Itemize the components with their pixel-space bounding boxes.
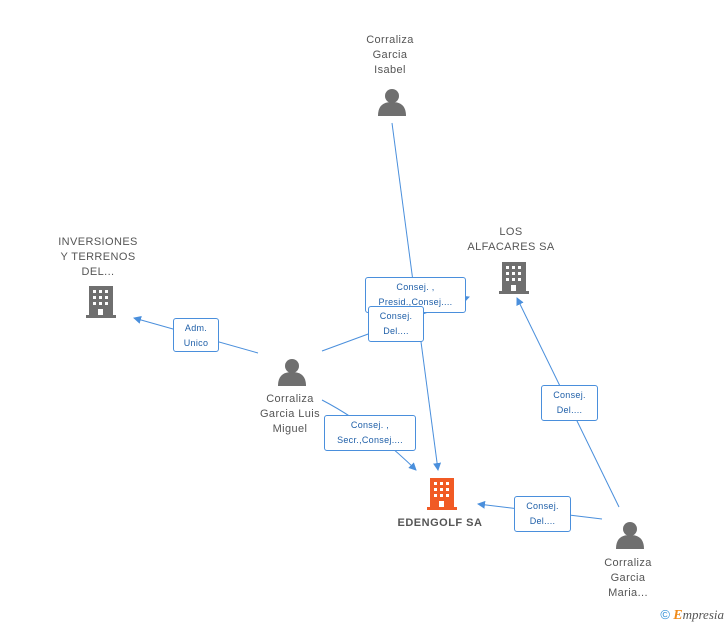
label-line: Isabel [374,64,406,76]
brand-logo-text: mpresia [682,607,724,622]
edge-label-line: Consej. [526,501,559,511]
edge-label-line: Unico [183,338,209,348]
building-icon[interactable] [86,286,116,318]
edge-label-luis-alfacares[interactable]: Consej. Del.... [368,306,424,342]
edge-label-luis-edengolf[interactable]: Consej. , Secr.,Consej.... [324,415,416,451]
building-icon-main[interactable] [427,478,457,510]
copyright-footer: © Empresia [660,607,724,624]
label-line: Miguel [272,423,308,435]
node-label-luis-miguel[interactable]: Corraliza Garcia Luis Miguel [240,392,340,437]
label-line: ALFACARES SA [467,241,555,253]
label-line: EDENGOLF SA [397,517,483,529]
person-icon[interactable] [616,522,644,549]
node-label-edengolf[interactable]: EDENGOLF SA [380,516,500,531]
label-line: Corraliza [604,557,652,569]
edge-label-line: Consej. , [396,282,435,292]
label-line: Corraliza [366,34,414,46]
edge-label-line: Del.... [383,326,409,336]
node-label-isabel[interactable]: Corraliza Garcia Isabel [340,33,440,78]
label-line: Garcia Luis [259,408,321,420]
label-line: INVERSIONES [58,236,138,248]
edge-label-luis-inversiones[interactable]: Adm. Unico [173,318,219,352]
label-line: Garcia [372,49,408,61]
edge-label-line: Presid.,Consej.... [378,297,453,307]
edge-label-line: Consej. , [350,420,390,430]
edge-label-maria-alfacares[interactable]: Consej. Del.... [541,385,598,421]
edge-label-line: Del.... [529,516,556,526]
label-line: LOS [499,226,523,238]
edge-label-maria-edengolf[interactable]: Consej. Del.... [514,496,571,532]
edge-label-line: Consej. [553,390,586,400]
node-label-los-alfacares[interactable]: LOS ALFACARES SA [455,225,567,255]
label-line: Maria... [608,587,648,599]
edge-label-line: Secr.,Consej.... [337,435,403,445]
label-line: Y TERRENOS [60,251,136,263]
label-line: Corraliza [266,393,314,405]
node-label-inversiones[interactable]: INVERSIONES Y TERRENOS DEL... [48,235,148,280]
edge-label-line: Consej. [379,311,413,321]
node-label-maria[interactable]: Corraliza Garcia Maria... [580,556,676,601]
person-icon[interactable] [378,89,406,116]
copyright-symbol: © [660,607,670,622]
person-icon[interactable] [278,359,306,386]
edge-label-line: Del.... [556,405,583,415]
label-line: DEL... [81,266,115,278]
brand-logo-initial: E [673,608,683,623]
label-line: Garcia [610,572,646,584]
edge-label-line: Adm. [184,323,208,333]
building-icon[interactable] [499,262,529,294]
